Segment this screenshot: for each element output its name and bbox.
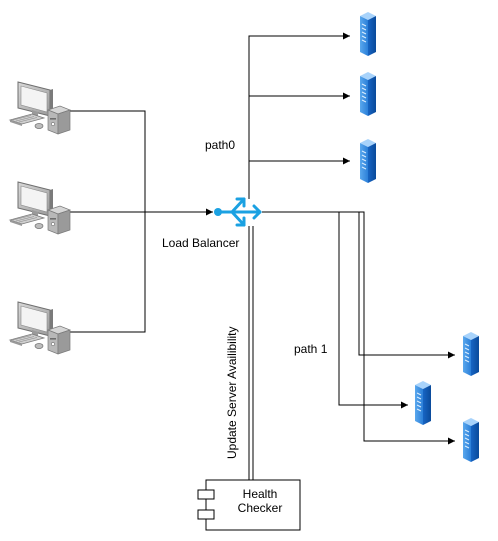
health-checker-label-line2: Checker [238,501,283,515]
server-icon [462,331,480,377]
server-icon [462,417,480,463]
server-icon [359,11,377,57]
connectors [70,32,455,480]
path1-link-server-4 [262,211,455,359]
component-icon [197,489,215,520]
load-balancer-icon [214,197,262,227]
path0-link-server-1 [248,32,350,199]
path1-link-server-6 [262,211,455,445]
workstation-icon [9,301,71,355]
health-checker-label-line1: Health [243,487,278,501]
path1-label: path 1 [294,342,328,356]
workstation-icon [9,181,71,235]
health-checker: Health Checker [197,479,301,531]
server-icon [359,138,377,184]
clients [9,81,71,355]
servers [359,11,480,463]
client-link-top [70,110,146,212]
workstation-icon [9,81,71,135]
server-icon [359,71,377,117]
update-availability-label: Update Server Availibility [225,326,239,459]
load-balancer-label: Load Balancer [162,236,239,250]
server-icon [414,380,432,426]
path0-label: path0 [205,138,235,152]
path1-link-server-5 [262,211,408,409]
client-link-bottom [70,212,146,333]
